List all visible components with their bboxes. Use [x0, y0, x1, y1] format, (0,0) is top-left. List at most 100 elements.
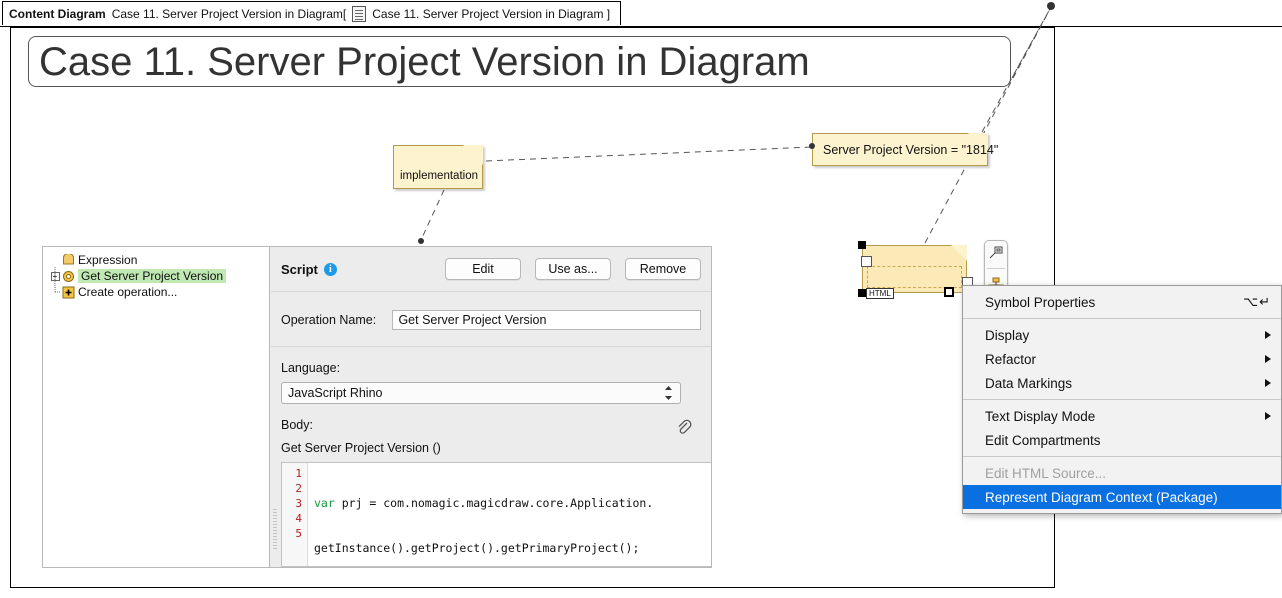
menu-item-label: Represent Diagram Context (Package) — [985, 489, 1218, 505]
toolbar-divider — [987, 268, 1005, 269]
paperclip-icon[interactable] — [676, 419, 693, 441]
menu-separator — [963, 318, 1281, 319]
note-anchor-dot — [418, 238, 424, 244]
code-keyword: var — [314, 496, 335, 510]
operation-name-field[interactable]: Get Server Project Version — [392, 310, 701, 330]
panel-button-group: Edit Use as... Remove — [445, 258, 701, 280]
language-label: Language: — [281, 361, 341, 375]
code-line: getInstance().getProject().getPrimaryPro… — [314, 541, 711, 556]
note-label: Server Project Version = "1814" — [823, 142, 999, 157]
tree-item-get-server-project-version[interactable]: + Get Server Project Version — [49, 268, 269, 284]
language-select-row: JavaScript Rhino — [271, 382, 711, 404]
note-anchor-dot — [809, 143, 815, 149]
resize-handle-sw[interactable] — [858, 289, 866, 297]
tree-item-create-operation[interactable]: Create operation... — [49, 284, 269, 300]
menu-item-symbol-properties[interactable]: Symbol Properties ⌥↵ — [963, 290, 1281, 314]
tab-content-diagram[interactable]: Content Diagram Case 11. Server Project … — [2, 1, 622, 25]
note-fold-icon — [951, 245, 967, 261]
tab-subtitle: Case 11. Server Project Version in Diagr… — [111, 6, 347, 21]
resize-handle-corner[interactable] — [944, 287, 954, 297]
language-select[interactable]: JavaScript Rhino — [281, 382, 681, 404]
menu-item-text-display-mode[interactable]: Text Display Mode — [963, 404, 1281, 428]
note-label: implementation — [400, 170, 478, 182]
menu-item-label: Edit HTML Source... — [985, 465, 1107, 481]
menu-item-label: Edit Compartments — [985, 432, 1101, 448]
note-server-project-version[interactable]: Server Project Version = "1814" — [812, 133, 998, 166]
menu-item-label: Display — [985, 327, 1030, 343]
panel-title: Script — [281, 261, 318, 277]
menu-separator — [963, 399, 1281, 400]
script-properties-dialog: Expression + Get Server Project Version — [42, 246, 712, 568]
menu-item-display[interactable]: Display — [963, 323, 1281, 347]
tree-item-label: Get Server Project Version — [78, 269, 227, 283]
script-panel: Script i Edit Use as... Remove Operation… — [271, 247, 711, 567]
selected-note-shape[interactable] — [862, 245, 967, 293]
context-menu[interactable]: Symbol Properties ⌥↵ Display Refactor Da… — [962, 285, 1282, 514]
operation-name-label: Operation Name: — [281, 313, 377, 327]
body-label: Body: — [281, 418, 313, 432]
tree-item-expression[interactable]: Expression — [49, 252, 269, 268]
line-number: 3 — [295, 497, 302, 510]
line-number: 5 — [295, 527, 302, 540]
code-text[interactable]: var prj = com.nomagic.magicdraw.core.App… — [308, 463, 711, 566]
code-rest: prj = com.nomagic.magicdraw.core.Applica… — [334, 496, 654, 510]
edit-button[interactable]: Edit — [445, 258, 521, 280]
resize-handle-w[interactable] — [861, 256, 872, 267]
menu-item-label: Data Markings — [985, 375, 1073, 391]
menu-item-data-markings[interactable]: Data Markings — [963, 371, 1281, 395]
tree-item-label: Create operation... — [78, 285, 178, 299]
chevron-updown-icon — [664, 385, 673, 401]
code-line: var prj = com.nomagic.magicdraw.core.App… — [314, 496, 711, 511]
html-badge: HTML — [866, 288, 894, 299]
chevron-right-icon — [1265, 412, 1271, 420]
body-label-row: Body: — [271, 418, 711, 432]
split-pane-grip[interactable] — [273, 509, 277, 551]
tab-corner-decoration — [577, 1, 591, 26]
diagram-title-box[interactable]: Case 11. Server Project Version in Diagr… — [28, 36, 1011, 87]
resize-handle-n[interactable] — [858, 241, 866, 249]
tab-strip-underline — [0, 26, 1282, 27]
panel-divider — [271, 291, 711, 292]
line-number: 1 — [295, 467, 302, 480]
language-select-value: JavaScript Rhino — [288, 386, 383, 400]
tree-item-label: Expression — [78, 253, 138, 267]
chevron-right-icon — [1265, 355, 1271, 363]
create-relation-icon[interactable] — [986, 241, 1006, 265]
code-rest: getInstance().getProject().getPrimaryPro… — [314, 541, 640, 555]
use-as-button[interactable]: Use as... — [535, 258, 611, 280]
note-fold-edge — [462, 145, 483, 166]
operation-name-row: Operation Name: Get Server Project Versi… — [271, 310, 711, 330]
remove-button[interactable]: Remove — [625, 258, 701, 280]
panel-divider-2 — [271, 346, 711, 347]
tab-strip: Content Diagram Case 11. Server Project … — [0, 0, 1282, 27]
menu-item-edit-html-source: Edit HTML Source... — [963, 461, 1281, 485]
note-inner-compartment — [867, 266, 962, 288]
tab-inner-label: Case 11. Server Project Version in Diagr… — [372, 6, 611, 21]
plus-icon — [61, 285, 75, 299]
menu-item-edit-compartments[interactable]: Edit Compartments — [963, 428, 1281, 452]
menu-item-represent-diagram-context[interactable]: Represent Diagram Context (Package) — [963, 485, 1281, 509]
note-fold-icon — [968, 133, 988, 153]
document-icon — [352, 5, 367, 22]
chevron-right-icon — [1265, 331, 1271, 339]
gear-icon — [61, 269, 75, 283]
line-number: 4 — [295, 512, 302, 525]
tab-title: Content Diagram — [9, 6, 106, 21]
code-editor[interactable]: 1 2 3 4 5 var prj = com.nomagic.magicdra… — [281, 462, 711, 567]
note-fold-icon — [463, 145, 483, 165]
element-tree[interactable]: Expression + Get Server Project Version — [43, 247, 270, 567]
language-label-row: Language: — [271, 361, 711, 375]
body-signature-row: Get Server Project Version () — [271, 441, 711, 455]
menu-item-shortcut: ⌥↵ — [1243, 294, 1271, 309]
menu-item-label: Refactor — [985, 351, 1037, 367]
menu-item-refactor[interactable]: Refactor — [963, 347, 1281, 371]
body-signature: Get Server Project Version () — [281, 441, 441, 455]
line-number: 2 — [295, 482, 302, 495]
info-icon[interactable]: i — [323, 262, 337, 276]
menu-item-label: Symbol Properties — [985, 294, 1096, 310]
code-gutter: 1 2 3 4 5 — [282, 463, 308, 566]
note-implementation[interactable]: implementation — [393, 145, 483, 189]
menu-separator — [963, 456, 1281, 457]
note-fold-edge — [950, 245, 967, 262]
